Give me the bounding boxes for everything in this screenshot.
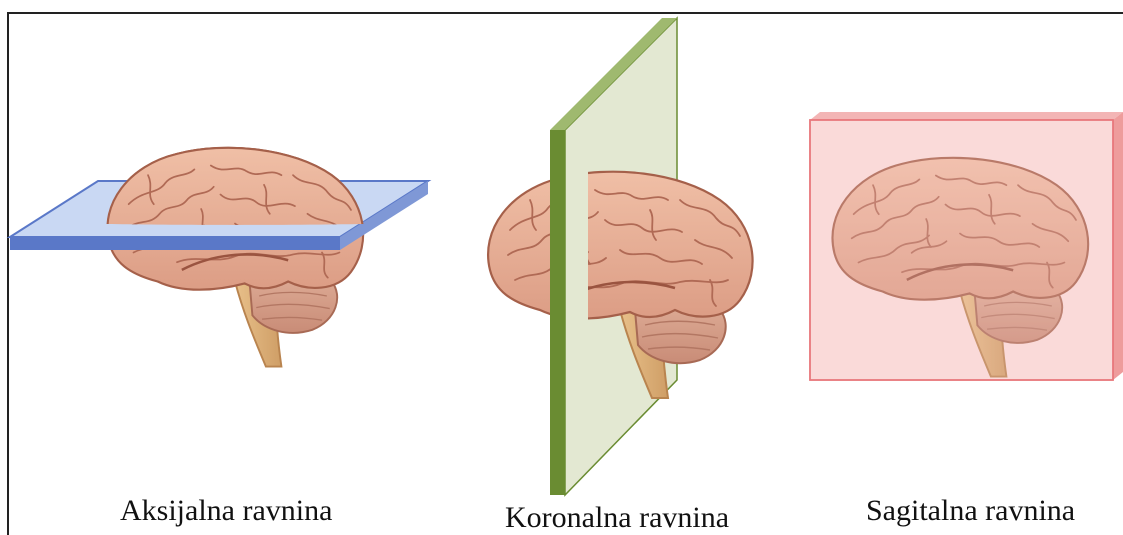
coronal-plane-edge — [550, 130, 565, 495]
sagittal-plane-overlay — [810, 120, 1113, 380]
sagittal-plane-group — [810, 112, 1123, 380]
sagittal-caption: Sagitalna ravnina — [866, 496, 1075, 526]
axial-plane-edge — [10, 237, 340, 250]
sagittal-plane-top — [810, 112, 1123, 120]
coronal-caption: Koronalna ravnina — [505, 503, 729, 533]
axial-caption: Aksijalna ravnina — [120, 496, 332, 526]
coronal-plane-group — [488, 18, 752, 495]
axial-plane-group — [10, 148, 428, 367]
sagittal-plane-side — [1113, 112, 1123, 380]
